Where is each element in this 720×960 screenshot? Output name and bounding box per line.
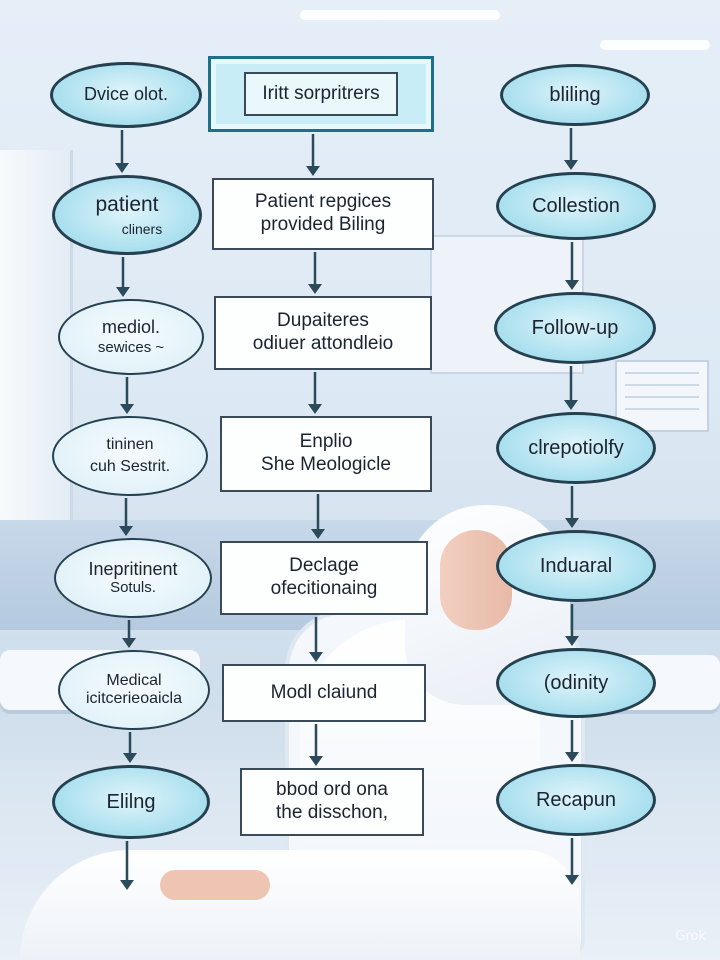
left-node-1-label: Dvice olot. [83, 84, 169, 105]
left-node-2: patient cliners [52, 175, 202, 255]
arrow-head [308, 404, 322, 414]
center-node-3-line-2: odiuer attondleio [252, 333, 394, 354]
right-node-3: Follow-up [494, 292, 656, 364]
arrow-head [309, 652, 323, 662]
right-node-7: Recapun [496, 764, 656, 836]
right-node-5-label: Induaral [539, 555, 613, 577]
center-node-6: Modl claiund [222, 664, 426, 722]
left-node-7: Elilng [52, 765, 210, 839]
left-node-3-label: mediol. [101, 316, 161, 337]
arrow-head [115, 163, 129, 173]
arrow-head [565, 280, 579, 290]
arrow-head [309, 756, 323, 766]
center-node-4: Enplio She Meologicle [220, 416, 432, 492]
arrow-head [116, 287, 130, 297]
right-node-6: (odinity [496, 648, 656, 718]
arrow-head [123, 753, 137, 763]
left-node-2-label: patient [95, 192, 159, 216]
center-node-7-line-1: bbod ord ona [276, 779, 388, 801]
arrow-head [565, 752, 579, 762]
arrow-head [311, 529, 325, 539]
right-node-2-label: Collestion [532, 195, 620, 217]
left-node-6-sublabel: icitcerieoaicla [85, 690, 183, 707]
center-node-1: Iritt sorpritrers [208, 56, 434, 132]
left-node-4-label: tininen [106, 436, 154, 454]
center-node-6-line-1: Modl claiund [270, 681, 378, 703]
arrow-head [564, 400, 578, 410]
left-node-5-sublabel: Sotuls. [110, 578, 156, 596]
center-node-4-line-2: She Meologicle [261, 454, 391, 475]
right-node-4-label: clrepotiolfy [528, 437, 624, 459]
left-node-1: Dvice olot. [50, 62, 202, 128]
right-node-7-label: Recapun [535, 789, 617, 811]
left-node-4-sublabel: cuh Sestrit. [89, 458, 171, 475]
center-node-5-line-1: Declage [289, 555, 359, 577]
left-node-7-label: Elilng [106, 791, 156, 813]
left-node-3-sublabel: sewices ~ [97, 338, 165, 356]
center-node-3-line-1: Dupaiteres [277, 310, 369, 332]
right-node-2: Collestion [496, 172, 656, 240]
center-node-1-line-1: Iritt sorpritrers [244, 71, 398, 117]
patient-hands [160, 870, 270, 900]
wall-chart [615, 360, 709, 432]
right-node-5: Induaral [496, 530, 656, 602]
ceiling-light [300, 10, 500, 20]
ceiling-light [600, 40, 710, 50]
left-node-6-label: Medical [106, 672, 162, 690]
center-node-5: Declage ofecitionaing [220, 541, 428, 615]
arrow-head [565, 875, 579, 885]
patient-face [440, 530, 512, 630]
right-node-3-label: Follow-up [531, 317, 619, 339]
arrow-head [306, 166, 320, 176]
center-node-2-line-1: Patient repgices [254, 191, 392, 213]
left-node-5-label: Inepritinent [88, 558, 178, 579]
center-node-5-line-2: ofecitionaing [270, 578, 378, 599]
arrow-head [308, 284, 322, 294]
center-node-7: bbod ord ona the disschon, [240, 768, 424, 836]
arrow-head [120, 404, 134, 414]
center-node-3: Dupaiteres odiuer attondleio [214, 296, 432, 370]
arrow-head [122, 638, 136, 648]
center-node-2: Patient repgices provided Biling [212, 178, 434, 250]
right-node-1: bliling [500, 64, 650, 126]
arrow-head [119, 526, 133, 536]
arrow-head [565, 518, 579, 528]
arrow-head [564, 160, 578, 170]
right-node-4: clrepotiolfy [496, 412, 656, 484]
center-node-7-line-2: the disschon, [276, 802, 388, 823]
left-node-4: tininen cuh Sestrit. [52, 416, 208, 496]
left-node-3: mediol. sewices ~ [58, 299, 204, 375]
center-node-2-line-2: provided Biling [260, 214, 386, 235]
right-node-6-label: (odinity [543, 672, 609, 694]
left-node-5: Inepritinent Sotuls. [54, 538, 212, 618]
center-node-4-line-1: Enplio [299, 431, 353, 453]
left-node-2-sublabel: cliners [121, 220, 163, 237]
arrow-head [565, 636, 579, 646]
arrow-head [120, 880, 134, 890]
left-node-6: Medical icitcerieoaicla [58, 650, 210, 730]
watermark: Grok [675, 929, 706, 944]
patient-lap [20, 850, 580, 960]
right-node-1-label: bliling [549, 84, 601, 106]
